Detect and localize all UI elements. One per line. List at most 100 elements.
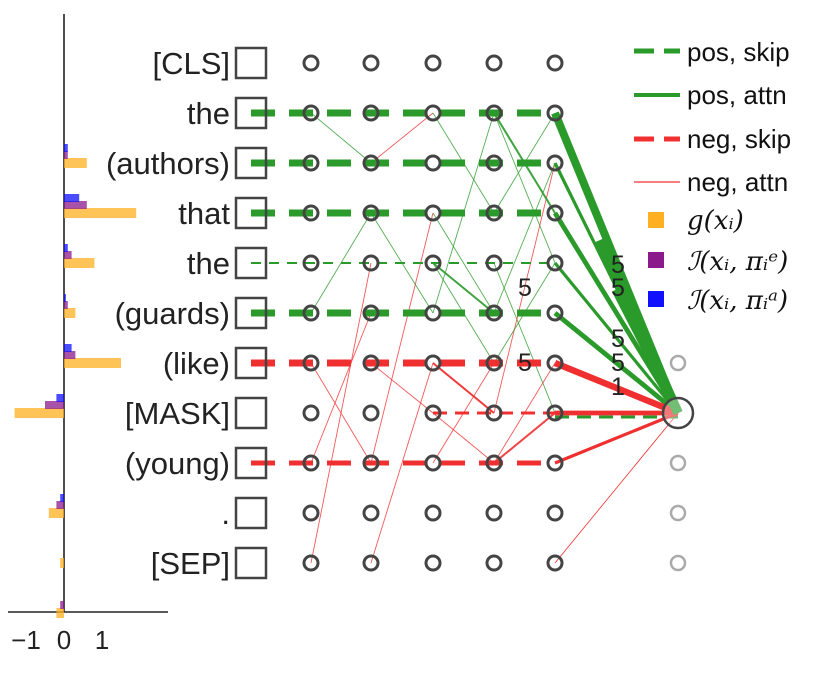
token-label: the xyxy=(187,246,230,281)
output-node xyxy=(669,454,687,472)
attribution-bar-chart: −1 0 1 xyxy=(8,14,168,655)
hidden-state-node xyxy=(302,554,320,572)
final-attention-edge-neg xyxy=(554,411,679,465)
hidden-state-node xyxy=(485,454,503,472)
bar-I_e xyxy=(45,401,64,409)
bar-I_a xyxy=(64,194,80,202)
bar-I_e xyxy=(56,501,64,509)
bar-I_e xyxy=(64,301,68,309)
hidden-state-node xyxy=(546,554,564,572)
hidden-state-node xyxy=(424,54,442,72)
x-tick-label: 0 xyxy=(57,625,71,655)
hidden-state-node xyxy=(302,204,320,222)
x-tick-label: 1 xyxy=(95,625,109,655)
legend-g-swatch xyxy=(648,212,664,228)
input-embedding-box xyxy=(234,346,268,380)
hidden-state-node xyxy=(485,104,503,122)
input-embedding-box xyxy=(234,46,268,80)
attention-edge-neg xyxy=(370,212,434,464)
legend: pos, skip pos, attn neg, skip neg, attn … xyxy=(634,37,791,316)
attention-edge xyxy=(493,412,556,464)
attention-edge-neg xyxy=(370,112,434,164)
hidden-state-node xyxy=(546,154,564,172)
attention-edge-pos xyxy=(310,112,372,164)
edge-weight-label: 1 xyxy=(611,373,625,401)
hidden-state-node xyxy=(546,354,564,372)
hidden-state-node xyxy=(485,354,503,372)
input-embedding-box xyxy=(234,96,268,130)
bar-I_e xyxy=(60,601,64,609)
hidden-state-node xyxy=(362,504,380,522)
bar-I_e xyxy=(64,251,72,259)
bar-g xyxy=(64,358,121,368)
bar-I_e xyxy=(64,201,87,209)
attention-edge-neg xyxy=(310,312,372,464)
final-attention-edge-pos xyxy=(553,311,680,415)
hidden-state-node xyxy=(302,454,320,472)
legend-neg-attn-label: neg, attn xyxy=(687,167,788,197)
hidden-state-node xyxy=(485,504,503,522)
legend-pos-skip-label: pos, skip xyxy=(687,37,790,67)
final-attention-edge-pos xyxy=(611,288,682,415)
hidden-state-node xyxy=(485,554,503,572)
token-label: (guards) xyxy=(115,296,230,331)
hidden-state-node xyxy=(546,54,564,72)
attention-edge xyxy=(432,262,495,314)
attention-edge-pos xyxy=(432,212,495,314)
hidden-state-node xyxy=(485,154,503,172)
bar-I_a xyxy=(64,244,68,252)
token-label: that xyxy=(178,196,230,231)
legend-I-a-swatch xyxy=(648,291,664,307)
final-attention-edge-neg xyxy=(553,360,680,416)
legend-I-e-swatch xyxy=(648,252,664,268)
bar-g xyxy=(64,308,76,318)
node-grid xyxy=(302,54,695,572)
x-tick-label: −1 xyxy=(11,625,41,655)
bar-g xyxy=(56,608,64,618)
hidden-state-node xyxy=(302,404,320,422)
hidden-state-node xyxy=(546,454,564,472)
hidden-state-node xyxy=(362,354,380,372)
token-labels: [CLS]the(authors)thatthe(guards)(like)[M… xyxy=(106,46,268,581)
bar-g xyxy=(48,508,64,518)
token-label: . xyxy=(221,496,230,531)
hidden-state-node xyxy=(424,404,442,422)
attention-edge-neg xyxy=(310,362,372,464)
hidden-state-node xyxy=(362,404,380,422)
edge-weight-label: 5 xyxy=(611,251,625,279)
hidden-state-node xyxy=(362,204,380,222)
hidden-state-node xyxy=(362,154,380,172)
hidden-state-node xyxy=(302,54,320,72)
attention-edge-neg xyxy=(370,362,434,414)
hidden-state-node xyxy=(362,454,380,472)
attention-edge-neg xyxy=(370,362,434,564)
edge-weight-label: 5 xyxy=(518,349,532,377)
bar-g xyxy=(64,158,87,168)
hidden-state-node xyxy=(424,204,442,222)
hidden-state-node xyxy=(362,554,380,572)
input-embedding-box xyxy=(234,246,268,280)
attention-edge-pos xyxy=(493,112,556,264)
hidden-state-node xyxy=(424,154,442,172)
bar-g xyxy=(64,208,137,218)
hidden-state-node xyxy=(485,304,503,322)
input-embedding-box xyxy=(234,546,268,580)
bar-I_e xyxy=(64,351,76,359)
hidden-state-node xyxy=(424,454,442,472)
attention-edge-neg xyxy=(432,412,495,464)
legend-I-a-label: ℐ(xᵢ, πᵢᵃ) xyxy=(687,286,788,316)
edge-weight-label: 5 xyxy=(611,274,625,302)
input-embedding-box xyxy=(234,196,268,230)
hidden-state-node xyxy=(546,504,564,522)
legend-pos-attn-label: pos, attn xyxy=(687,80,787,110)
hidden-state-node xyxy=(424,104,442,122)
token-label: [SEP] xyxy=(151,546,230,581)
edge-weight-labels: 5 5 5 5 5 5 1 xyxy=(518,251,625,401)
bar-I_e xyxy=(64,151,68,159)
hidden-state-node xyxy=(546,254,564,272)
input-embedding-box xyxy=(234,396,268,430)
hidden-state-node xyxy=(485,404,503,422)
output-node xyxy=(669,354,687,372)
input-embedding-box xyxy=(234,296,268,330)
